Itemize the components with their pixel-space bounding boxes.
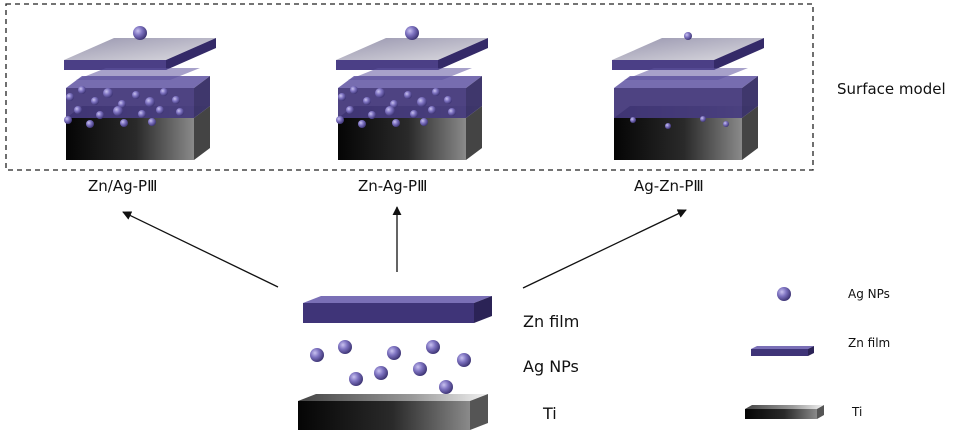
ag-np-2-0	[338, 93, 346, 101]
loose-ag-np-0	[310, 348, 324, 362]
surface-model-2	[336, 26, 488, 160]
zn-film-layer	[303, 296, 492, 323]
top-plate-2	[336, 38, 488, 70]
loose-ag-np-1	[338, 340, 352, 354]
surface-model-1	[64, 26, 216, 160]
ag-np-1-10	[96, 111, 104, 119]
ag-np-2-18	[336, 116, 344, 124]
ag-np-2-7	[432, 88, 440, 96]
loose-ag-np-4	[457, 353, 471, 367]
legend-label-zn-film: Zn film	[848, 336, 891, 350]
ag-np-1-16	[148, 118, 156, 126]
inner-plate-2	[348, 68, 472, 80]
ag-np-3-2	[700, 116, 706, 122]
ag-np-2-12	[410, 110, 418, 118]
ag-np-1-6	[145, 97, 155, 107]
ag-np-1-15	[120, 119, 128, 127]
ag-np-2-15	[392, 119, 400, 127]
ag-np-1-3	[103, 88, 113, 98]
model-label-1: Zn/Ag-PⅢ	[88, 177, 158, 195]
layer-label-ti: Ti	[543, 404, 557, 423]
top-sphere-2	[405, 26, 419, 40]
ag-np-2-11	[385, 106, 395, 116]
ag-np-2-17	[448, 108, 456, 116]
layer-label-ag-nps: Ag NPs	[523, 357, 579, 376]
section-title: Surface model	[837, 80, 946, 98]
top-plate-1	[64, 38, 216, 70]
ag-np-2-10	[368, 111, 376, 119]
ag-np-1-8	[172, 96, 180, 104]
model-label-3: Ag-Zn-PⅢ	[634, 177, 704, 195]
arrow-to-model-3	[522, 209, 687, 289]
surface-model-box	[5, 3, 814, 171]
top-sphere-3	[684, 32, 692, 40]
legend-label-ag-nps: Ag NPs	[848, 287, 890, 301]
film-icon	[751, 346, 814, 356]
ag-np-2-8	[444, 96, 452, 104]
ag-np-2-3	[375, 88, 385, 98]
ag-np-2-16	[420, 118, 428, 126]
ag-np-1-7	[160, 88, 168, 96]
legend-label-ti: Ti	[852, 405, 863, 419]
slab-icon	[745, 405, 824, 419]
loose-ag-np-5	[349, 372, 363, 386]
sphere-icon	[777, 287, 791, 301]
ag-np-1-12	[138, 110, 146, 118]
inner-plate-1	[76, 68, 200, 80]
ag-np-2-1	[350, 86, 358, 94]
ag-np-2-6	[417, 97, 427, 107]
ag-np-2-13	[428, 106, 436, 114]
layer-label-zn-film: Zn film	[523, 312, 580, 331]
models-group	[64, 26, 764, 160]
loose-ag-np-8	[439, 380, 453, 394]
ag-np-3-0	[630, 117, 636, 123]
loose-ag-np-2	[387, 346, 401, 360]
top-sphere-1	[133, 26, 147, 40]
ag-np-1-2	[91, 97, 99, 105]
ag-np-2-14	[358, 120, 366, 128]
ag-np-1-14	[86, 120, 94, 128]
ag-np-2-4	[390, 100, 398, 108]
ag-nps-layer	[310, 340, 471, 394]
ag-np-1-11	[113, 106, 123, 116]
top-plate-3	[612, 38, 764, 70]
loose-ag-np-7	[413, 362, 427, 376]
ag-np-1-1	[78, 86, 86, 94]
ag-np-3-1	[665, 123, 671, 129]
ag-np-2-5	[404, 91, 412, 99]
ag-np-1-9	[74, 106, 82, 114]
ti-layer	[298, 394, 488, 430]
zn-layer-3	[614, 76, 758, 118]
arrow-to-model-1	[122, 211, 279, 288]
ag-np-1-5	[132, 91, 140, 99]
ag-np-3-3	[723, 121, 729, 127]
ag-np-1-18	[64, 116, 72, 124]
loose-ag-np-3	[426, 340, 440, 354]
ag-np-2-2	[363, 97, 371, 105]
loose-ag-np-6	[374, 366, 388, 380]
inner-plate-3	[624, 68, 748, 80]
model-label-2: Zn-Ag-PⅢ	[358, 177, 428, 195]
surface-model-3	[612, 32, 764, 160]
ag-np-1-4	[118, 100, 126, 108]
ag-np-2-9	[346, 106, 354, 114]
ag-np-1-0	[66, 93, 74, 101]
ag-np-1-17	[176, 108, 184, 116]
ag-np-1-13	[156, 106, 164, 114]
